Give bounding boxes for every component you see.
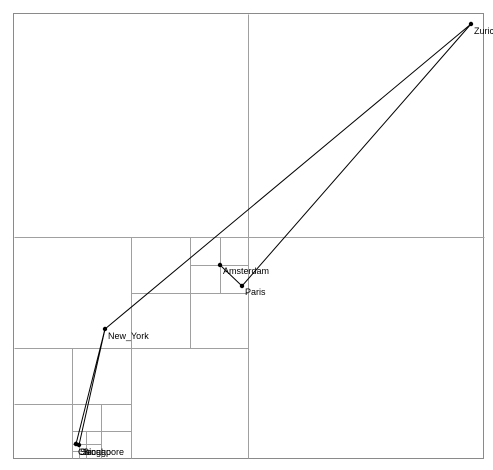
city-node-amsterdam <box>217 262 223 268</box>
city-label-chicago: Chicago <box>78 447 111 457</box>
city-node-seoul <box>76 442 82 448</box>
route-edge <box>241 23 472 287</box>
city-label-new-york: New_York <box>108 331 149 341</box>
route-edge <box>78 328 106 446</box>
route-edge <box>75 328 106 445</box>
city-node-new-york <box>102 326 108 332</box>
route-edge <box>219 264 243 287</box>
city-label-amsterdam: Amsterdam <box>223 266 269 276</box>
city-nodes <box>73 21 474 448</box>
city-labels: ZurichAmsterdamParisNew_YorkChicagoSinga… <box>78 26 493 457</box>
city-label-singapore: Singapore <box>83 447 124 457</box>
city-node-zurich <box>468 21 474 27</box>
city-node-paris <box>239 283 245 289</box>
city-label-zurich: Zurich <box>474 26 493 36</box>
route-edge <box>104 23 472 330</box>
city-label-paris: Paris <box>245 287 266 297</box>
quadtree-grid <box>14 14 485 459</box>
city-label-seoul: Seoul <box>80 447 103 457</box>
route-edges <box>75 23 472 446</box>
